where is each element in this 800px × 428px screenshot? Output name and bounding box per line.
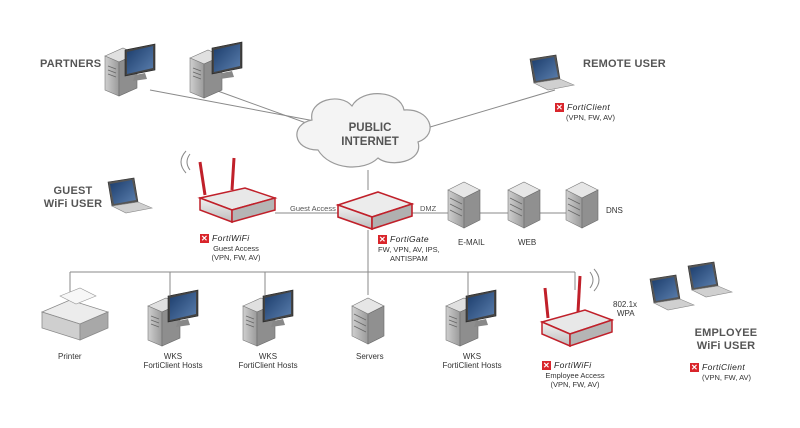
web-label: WEB (518, 238, 537, 247)
firewall-appliance-icon (335, 191, 415, 231)
wifi-router-icon (180, 150, 278, 224)
remote-link (419, 89, 556, 131)
wks-computer-2 (242, 289, 294, 347)
wks-computer-1 (147, 289, 199, 347)
fortinet-logo-icon: ✕ (378, 234, 387, 244)
fortinet-logo-icon: ✕ (542, 360, 551, 370)
guest-laptop-icon (107, 177, 153, 214)
partner-computer-2 (189, 41, 243, 99)
wpa-label: 802.1x WPA (613, 300, 638, 318)
email-server-icon (447, 181, 481, 229)
servers-label: Servers (356, 352, 384, 361)
fortiwifi-employee-desc: Employee Access (VPN, FW, AV) (545, 371, 605, 389)
partner-link-1 (149, 89, 321, 123)
remote-user-label: REMOTE USER (583, 58, 666, 70)
wks3-label: WKS FortiClient Hosts (442, 352, 502, 370)
fortiwifi-employee-logo: ✕ FortiWiFi (542, 360, 592, 370)
email-label: E-MAIL (458, 238, 485, 247)
wks-computer-3 (445, 289, 497, 347)
wks1-label: WKS FortiClient Hosts (143, 352, 203, 370)
fortinet-logo-icon: ✕ (690, 362, 699, 372)
fortiwifi-guest-logo: ✕ FortiWiFi (200, 233, 250, 243)
web-server-icon (507, 181, 541, 229)
wks2-label: WKS FortiClient Hosts (238, 352, 298, 370)
guest-access-link-label: Guest Access (290, 204, 336, 213)
employee-laptop-1 (649, 274, 695, 311)
employee-laptop-2 (687, 261, 733, 298)
internet-label: PUBLIC INTERNET (341, 122, 399, 148)
cloud-icon (296, 93, 431, 168)
partners-label: PARTNERS (40, 58, 102, 70)
employee-wifi-label: EMPLOYEE WiFi USER (694, 327, 758, 352)
fortiwifi-guest-desc: Guest Access (VPN, FW, AV) (211, 244, 261, 262)
printer-icon (40, 287, 110, 341)
fortigate-desc: FW, VPN, AV, IPS, ANTISPAM (378, 245, 440, 263)
fortinet-logo-icon: ✕ (200, 233, 209, 243)
guest-wifi-label: GUEST WiFi USER (43, 185, 103, 210)
remote-user-laptop-icon (529, 54, 575, 91)
fortigate-logo: ✕ FortiGate (378, 234, 430, 244)
fortinet-logo-icon: ✕ (555, 102, 564, 112)
remote-forticlient-logo: ✕ FortiClient (555, 102, 611, 112)
printer-label: Printer (58, 352, 82, 361)
lan-server-icon (351, 297, 385, 345)
connection-lines (69, 89, 576, 295)
partner-computer-1 (104, 43, 156, 97)
dmz-link-label: DMZ (420, 204, 437, 213)
employee-forticlient-logo: ✕ FortiClient (690, 362, 746, 372)
remote-caps: (VPN, FW, AV) (566, 113, 616, 122)
employee-wifi-router-icon (539, 268, 615, 348)
partner-link-2 (214, 89, 321, 129)
dns-server-icon (565, 181, 599, 229)
employee-caps: (VPN, FW, AV) (702, 373, 752, 382)
dns-label: DNS (606, 206, 623, 215)
